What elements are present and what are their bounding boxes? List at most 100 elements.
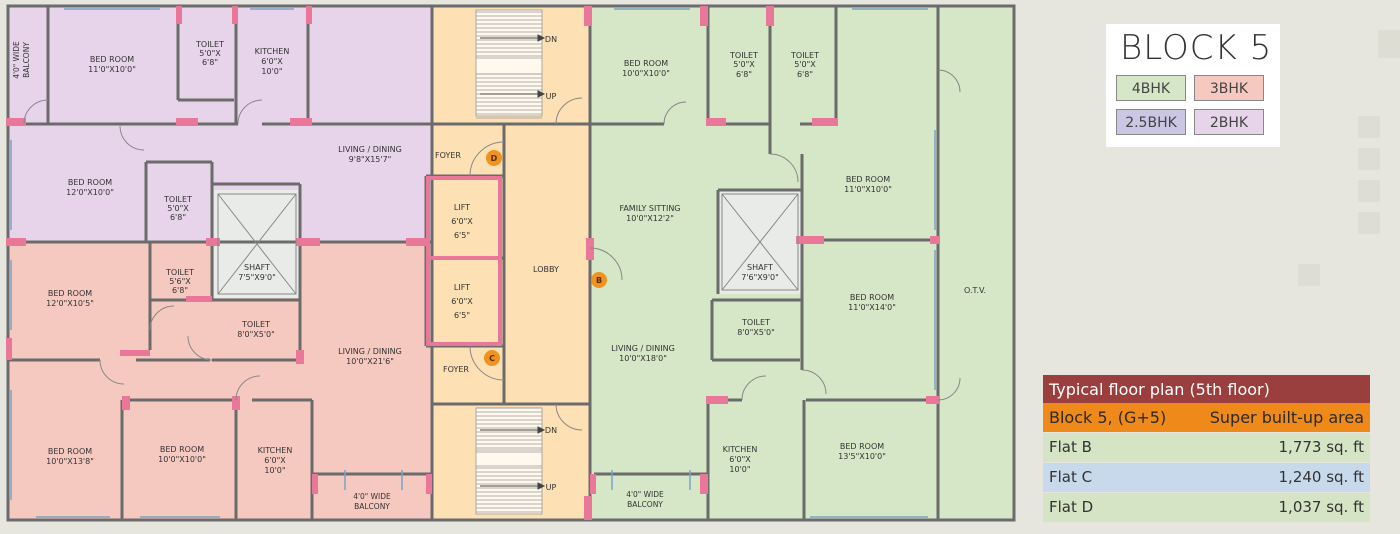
b-kitchen-dim1: 6'0"X: [729, 455, 751, 464]
d-toilet2-name: TOILET: [163, 195, 192, 204]
flat-c-area: 1,240 sq. ft: [1278, 468, 1364, 486]
flat-d-name: Flat D: [1049, 498, 1094, 516]
b-living-name: LIVING / DINING: [611, 344, 675, 353]
shaft2-name: SHAFT: [747, 263, 773, 272]
lift1-dim2: 6'5": [454, 231, 470, 240]
b-toilet1-dim1: 5'0"X: [733, 60, 755, 69]
b-kitchen-dim2: 10'0": [729, 465, 750, 474]
b-kitchen-name: KITCHEN: [723, 445, 758, 454]
b-toilet1-name: TOILET: [729, 51, 758, 60]
b-family-dim: 10'0"X12'2": [626, 214, 674, 223]
d-kitchen-name: KITCHEN: [255, 47, 290, 56]
d-bed1-dim: 11'0"X10'0": [88, 65, 136, 74]
table-row: Flat D 1,037 sq. ft: [1043, 493, 1370, 522]
b-bed1-name: BED ROOM: [624, 59, 668, 68]
c-bed2-name: BED ROOM: [48, 447, 92, 456]
lift1-name: LIFT: [454, 203, 470, 212]
d-bed2-dim: 12'0"X10'0": [66, 188, 114, 197]
table-title-text: Typical floor plan (5th floor): [1049, 380, 1270, 399]
c-kitchen-dim2: 10'0": [264, 466, 285, 475]
c-bed1-name: BED ROOM: [48, 289, 92, 298]
lift2-dim1: 6'0"X: [451, 297, 473, 306]
shaft1-dim: 7'5"X9'0": [238, 273, 276, 282]
d-living-dim: 9'8"X15'7": [349, 155, 392, 164]
c-toilet1-dim1: 5'6"X: [169, 277, 191, 286]
b-bed3-dim: 11'0"X14'0": [848, 303, 896, 312]
legend-chip-3bhk: 3BHK: [1194, 75, 1264, 101]
b-bed4-name: BED ROOM: [840, 442, 884, 451]
table-row: Flat C 1,240 sq. ft: [1043, 463, 1370, 492]
d-toilet1-dim2: 6'8": [202, 58, 218, 67]
legend: BLOCK 5 4BHK 3BHK 2.5BHK 2BHK: [1106, 24, 1280, 147]
marker-b-label: B: [596, 276, 602, 285]
d-bed1-name: BED ROOM: [90, 55, 134, 64]
c-bed2-dim: 10'0"X13'8": [46, 457, 94, 466]
b-living-dim: 10'0"X18'0": [619, 354, 667, 363]
table-row: Flat B 1,773 sq. ft: [1043, 433, 1370, 462]
entrance-marker-b: [591, 272, 607, 288]
entrance-marker-d: [486, 150, 502, 166]
shaft1-name: SHAFT: [244, 263, 270, 272]
b-toilet3-dim: 8'0"X5'0": [737, 328, 775, 337]
stair-bot-dn: DN: [545, 426, 557, 435]
c-toilet2-dim: 8'0"X5'0": [237, 330, 275, 339]
b-bed4-dim: 13'5"X10'0": [838, 452, 886, 461]
c-toilet1-dim2: 6'8": [172, 286, 188, 295]
decorative-square: [1358, 180, 1380, 202]
c-bed1-dim: 12'0"X10'5": [46, 299, 94, 308]
lift2-dim2: 6'5": [454, 311, 470, 320]
otv-label: O.T.V.: [964, 286, 986, 295]
c-living-name: LIVING / DINING: [338, 347, 402, 356]
c-bed3-name: BED ROOM: [160, 445, 204, 454]
d-toilet1-name: TOILET: [195, 40, 224, 49]
marker-d-label: D: [491, 154, 498, 163]
d-balcony-label-2: BALCONY: [22, 42, 31, 78]
d-kitchen-dim2: 10'0": [261, 67, 282, 76]
d-bed2-name: BED ROOM: [68, 178, 112, 187]
area-table-title: Typical floor plan (5th floor): [1043, 375, 1370, 403]
b-bed1-dim: 10'0"X10'0": [622, 69, 670, 78]
table-header-left: Block 5, (G+5): [1049, 408, 1167, 427]
flat-b-area: 1,773 sq. ft: [1278, 438, 1364, 456]
decorative-square: [1358, 212, 1380, 234]
c-kitchen-name: KITCHEN: [258, 446, 293, 455]
area-table-header: Block 5, (G+5) Super built-up area: [1043, 403, 1370, 432]
shaft2-dim: 7'6"X9'0": [741, 273, 779, 282]
b-bed2-dim: 11'0"X10'0": [844, 185, 892, 194]
b-toilet2-name: TOILET: [790, 51, 819, 60]
legend-chip-25bhk: 2.5BHK: [1116, 109, 1186, 135]
floor-plan: D C B 4'0" WIDE BALCONY BED ROOM 11'0"X1…: [6, 4, 1016, 522]
stair-bot-up: UP: [546, 483, 557, 492]
c-living-dim: 10'0"X21'6": [346, 357, 394, 366]
b-bed2-name: BED ROOM: [846, 175, 890, 184]
b-balcony-label-1: 4'0" WIDE: [626, 490, 664, 499]
c-foyer-name: FOYER: [443, 365, 469, 374]
d-living-name: LIVING / DINING: [338, 145, 402, 154]
b-toilet1-dim2: 6'8": [736, 70, 752, 79]
legend-title: BLOCK 5: [1120, 28, 1273, 68]
decorative-square: [1378, 30, 1400, 58]
d-toilet2-dim2: 6'8": [170, 213, 186, 222]
d-toilet1-dim1: 5'0"X: [199, 49, 221, 58]
lobby-name: LOBBY: [533, 265, 559, 274]
area-table: Typical floor plan (5th floor) Block 5, …: [1043, 375, 1370, 524]
table-header-right: Super built-up area: [1209, 408, 1364, 427]
d-kitchen-dim1: 6'0"X: [261, 57, 283, 66]
stair-top-up: UP: [546, 92, 557, 101]
c-balcony-label-1: 4'0" WIDE: [353, 492, 391, 501]
lift2-name: LIFT: [454, 283, 470, 292]
flat-c-name: Flat C: [1049, 468, 1093, 486]
legend-chip-2bhk: 2BHK: [1194, 109, 1264, 135]
c-balcony-label-2: BALCONY: [354, 502, 390, 511]
flat-b-name: Flat B: [1049, 438, 1092, 456]
stair-top-dn: DN: [545, 35, 557, 44]
c-bed3-dim: 10'0"X10'0": [158, 455, 206, 464]
b-toilet3-name: TOILET: [741, 318, 770, 327]
marker-c-label: C: [489, 354, 495, 363]
legend-chip-4bhk: 4BHK: [1116, 75, 1186, 101]
flat-d-area: 1,037 sq. ft: [1278, 498, 1364, 516]
c-toilet2-name: TOILET: [241, 320, 270, 329]
lift1-dim1: 6'0"X: [451, 217, 473, 226]
b-toilet2-dim2: 6'8": [797, 70, 813, 79]
c-kitchen-dim1: 6'0"X: [264, 456, 286, 465]
